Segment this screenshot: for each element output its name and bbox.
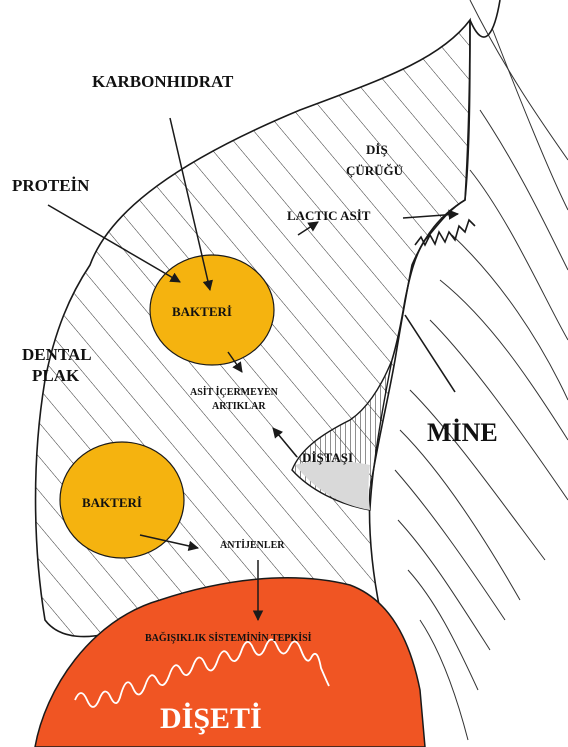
label-lactic-asit: LACTIC ASİT [287, 208, 371, 223]
label-bagisiklik: BAĞIŞIKLIK SİSTEMİNİN TEPKİSİ [145, 631, 312, 644]
label-asit-icermeyen-line1: ASİT İÇERMEYEN [190, 386, 279, 398]
label-dental-plak-line1: DENTAL [22, 345, 92, 364]
label-distasi: DİŞTAŞI [302, 450, 353, 465]
label-bakteri-bottom: BAKTERİ [82, 495, 142, 510]
label-karbonhidrat: KARBONHIDRAT [92, 72, 234, 91]
label-dis-curugu-line2: ÇÜRÜĞÜ [346, 163, 404, 178]
label-dis-curugu-line1: DİŞ [366, 142, 388, 157]
label-diseti: DİŞETİ [160, 702, 262, 735]
label-mine: MİNE [427, 418, 498, 447]
mine-leader-line [405, 315, 455, 392]
label-asit-icermeyen-line2: ARTIKLAR [212, 401, 266, 412]
label-antijenler: ANTİJENLER [220, 539, 285, 551]
label-dental-plak-line2: PLAK [32, 366, 80, 385]
label-bakteri-top: BAKTERİ [172, 304, 232, 319]
label-protein: PROTEİN [12, 176, 90, 195]
